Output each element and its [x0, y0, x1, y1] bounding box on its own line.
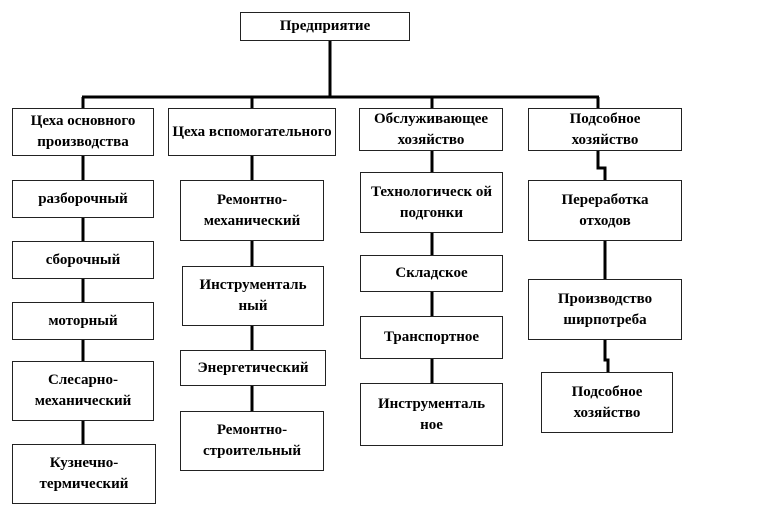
- column-3-item-1: Технологическ ой подгонки: [360, 172, 503, 233]
- column-1-item-4: Слесарно-механический: [12, 361, 154, 421]
- column-4-header: Подсобное хозяйство: [528, 108, 682, 151]
- root-box-enterprise: Предприятие: [240, 12, 410, 41]
- column-3-item-2: Складское: [360, 255, 503, 292]
- column-4-item-2: Производство ширпотреба: [528, 279, 682, 340]
- column-2-item-3: Энергетический: [180, 350, 326, 386]
- column-1-item-2: сборочный: [12, 241, 154, 279]
- column-2-item-2: Инструменталь ный: [182, 266, 324, 326]
- column-4-item-3: Подсобное хозяйство: [541, 372, 673, 433]
- column-3-item-4: Инструменталь ное: [360, 383, 503, 446]
- column-2-item-1: Ремонтно-механический: [180, 180, 324, 241]
- column-2-header: Цеха вспомогательного: [168, 108, 336, 156]
- column-1-item-1: разборочный: [12, 180, 154, 218]
- column-4-item-1: Переработка отходов: [528, 180, 682, 241]
- column-3-header: Обслуживающее хозяйство: [359, 108, 503, 151]
- column-1-item-5: Кузнечно-термический: [12, 444, 156, 504]
- column-3-item-3: Транспортное: [360, 316, 503, 359]
- column-1-header: Цеха основного производства: [12, 108, 154, 156]
- column-2-item-4: Ремонтно-строительный: [180, 411, 324, 471]
- column-1-item-3: моторный: [12, 302, 154, 340]
